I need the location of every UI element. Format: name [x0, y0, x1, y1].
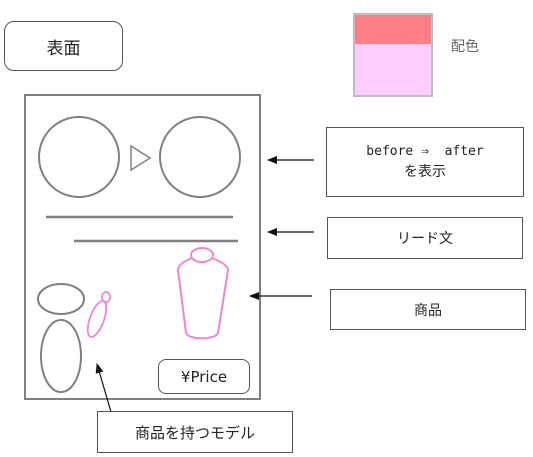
after-circle [159, 116, 241, 198]
annotation-lead-text: リード文 [327, 217, 523, 259]
annotation-model: 商品を持つモデル [97, 411, 293, 453]
color-swatch-label: 配色 [451, 39, 479, 55]
swatch-bottom-color [355, 44, 431, 95]
product-bust-pink [176, 247, 230, 340]
annotation-model-label: 商品を持つモデル [134, 423, 255, 442]
swatch-top-color [355, 15, 431, 44]
color-swatch [353, 13, 433, 97]
annotation-product: 商品 [330, 289, 526, 330]
before-circle [38, 116, 120, 198]
title-text: 表面 [46, 38, 81, 59]
arrow-model [95, 363, 112, 413]
card-frame [24, 94, 261, 400]
annotation-before-after-line2: を表示 [404, 164, 446, 180]
product-small-pink [86, 291, 111, 338]
annotation-product-label: 商品 [414, 302, 442, 319]
annotation-before-after: before ⇒ after を表示 [326, 127, 524, 197]
title-box: 表面 [4, 21, 123, 71]
model-body [40, 319, 82, 393]
play-triangle-icon [130, 144, 152, 172]
model-head [37, 283, 85, 315]
price-box: ¥Price [158, 359, 250, 394]
annotation-lead-text-label: リード文 [397, 231, 453, 247]
annotation-before-after-line1: before ⇒ after [366, 144, 484, 159]
price-label: ¥Price [180, 367, 228, 386]
